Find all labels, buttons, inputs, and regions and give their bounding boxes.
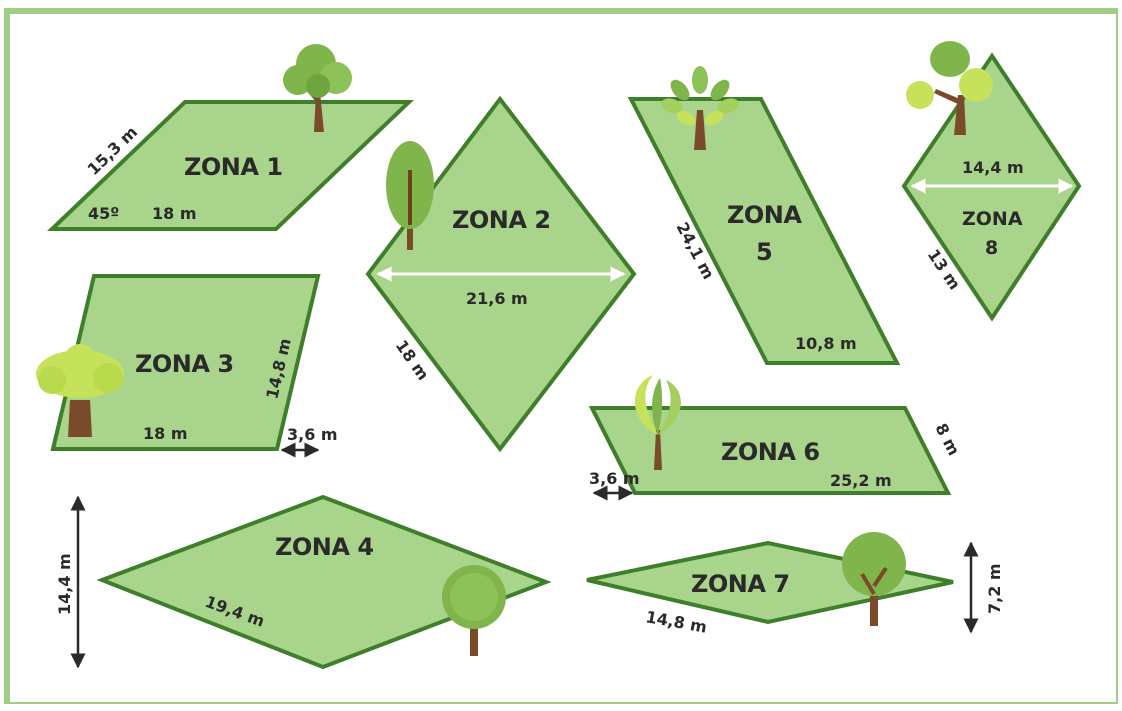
- zone-5: ZONA 5 10,8 m 24,1 m: [627, 66, 901, 365]
- zone-7-label: ZONA 7: [691, 570, 790, 598]
- tree-icon: [442, 565, 506, 656]
- zone-1-label: ZONA 1: [184, 153, 283, 181]
- zone-3-base: 18 m: [143, 424, 188, 443]
- zone-5-label-line1: ZONA: [727, 201, 802, 229]
- zone-4: ZONA 4 19,4 m 14,4 m: [55, 494, 552, 670]
- zone-2-diagonal: 21,6 m: [466, 289, 528, 308]
- zone-4-label: ZONA 4: [275, 533, 374, 561]
- zone-8-label-line2: 8: [985, 237, 998, 259]
- zone-3-shape: [50, 274, 321, 451]
- zone-6: ZONA 6 25,2 m 8 m 3,6 m: [588, 375, 964, 501]
- zone-6-offset: 3,6 m: [589, 469, 640, 488]
- zone-7: ZONA 7 14,8 m 7,2 m: [586, 532, 1004, 637]
- zone-1: ZONA 1 45º 18 m 15,3 m: [47, 44, 414, 231]
- zone-7-side: 14,8 m: [644, 607, 708, 636]
- zone-4-shape: [96, 494, 552, 670]
- zone-8-label-line1: ZONA: [962, 208, 1023, 230]
- zone-2: ZONA 2 21,6 m 18 m: [365, 95, 637, 453]
- zone-3-label: ZONA 3: [135, 350, 234, 378]
- tree-icon: [661, 66, 739, 150]
- zone-2-label: ZONA 2: [452, 206, 551, 234]
- zone-6-shape: [588, 406, 952, 495]
- zone-6-label: ZONA 6: [721, 438, 820, 466]
- tree-icon: [386, 141, 434, 250]
- tree-icon: [842, 532, 906, 626]
- zone-7-height: 7,2 m: [985, 563, 1004, 614]
- zone-5-label-line2: 5: [756, 238, 772, 266]
- page-frame: [4, 8, 1118, 704]
- zone-8-diagonal: 14,4 m: [962, 158, 1024, 177]
- zone-6-base: 25,2 m: [830, 471, 892, 490]
- zone-8: 14,4 m ZONA 8 13 m: [901, 41, 1082, 322]
- zone-4-height: 14,4 m: [55, 553, 74, 615]
- zone-3-offset: 3,6 m: [287, 425, 338, 444]
- tree-icon: [283, 44, 352, 132]
- tree-icon: [906, 41, 993, 135]
- zone-1-base: 18 m: [152, 204, 197, 223]
- zone-1-shape: [47, 100, 414, 231]
- tree-icon: [634, 375, 681, 470]
- zone-5-shape: [627, 97, 901, 365]
- zone-5-base: 10,8 m: [795, 334, 857, 353]
- tree-icon: [36, 344, 124, 437]
- zone-3: ZONA 3 18 m 14,8 m 3,6 m: [36, 274, 338, 458]
- zone-6-side: 8 m: [931, 420, 963, 458]
- zone-1-angle: 45º: [88, 204, 119, 223]
